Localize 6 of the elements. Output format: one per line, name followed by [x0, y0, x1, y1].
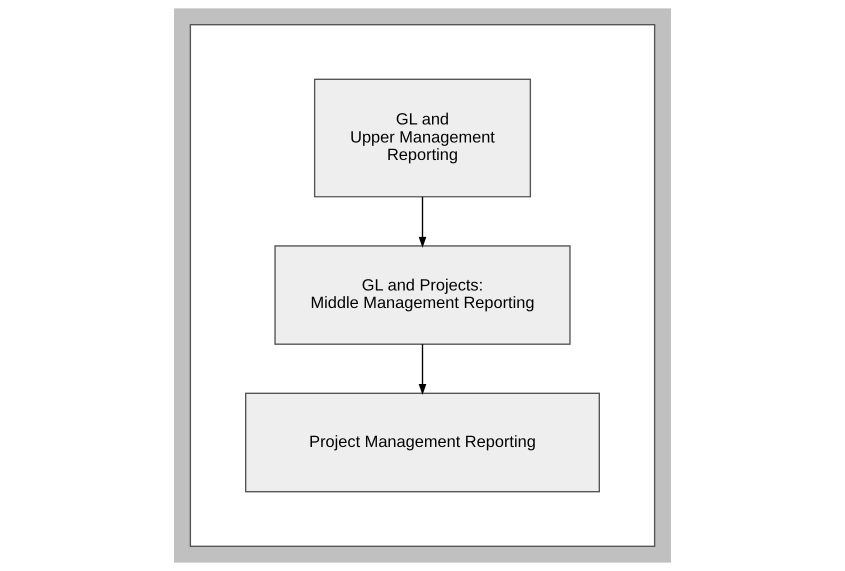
- node-box: GL and Projects: Middle Management Reporting: [274, 245, 571, 345]
- node-box: GL and Upper Management Reporting: [314, 78, 532, 198]
- arrow: [418, 344, 426, 395]
- arrow: [418, 196, 426, 248]
- node-box: Project Management Reporting: [245, 392, 600, 492]
- cluster: [190, 24, 656, 547]
